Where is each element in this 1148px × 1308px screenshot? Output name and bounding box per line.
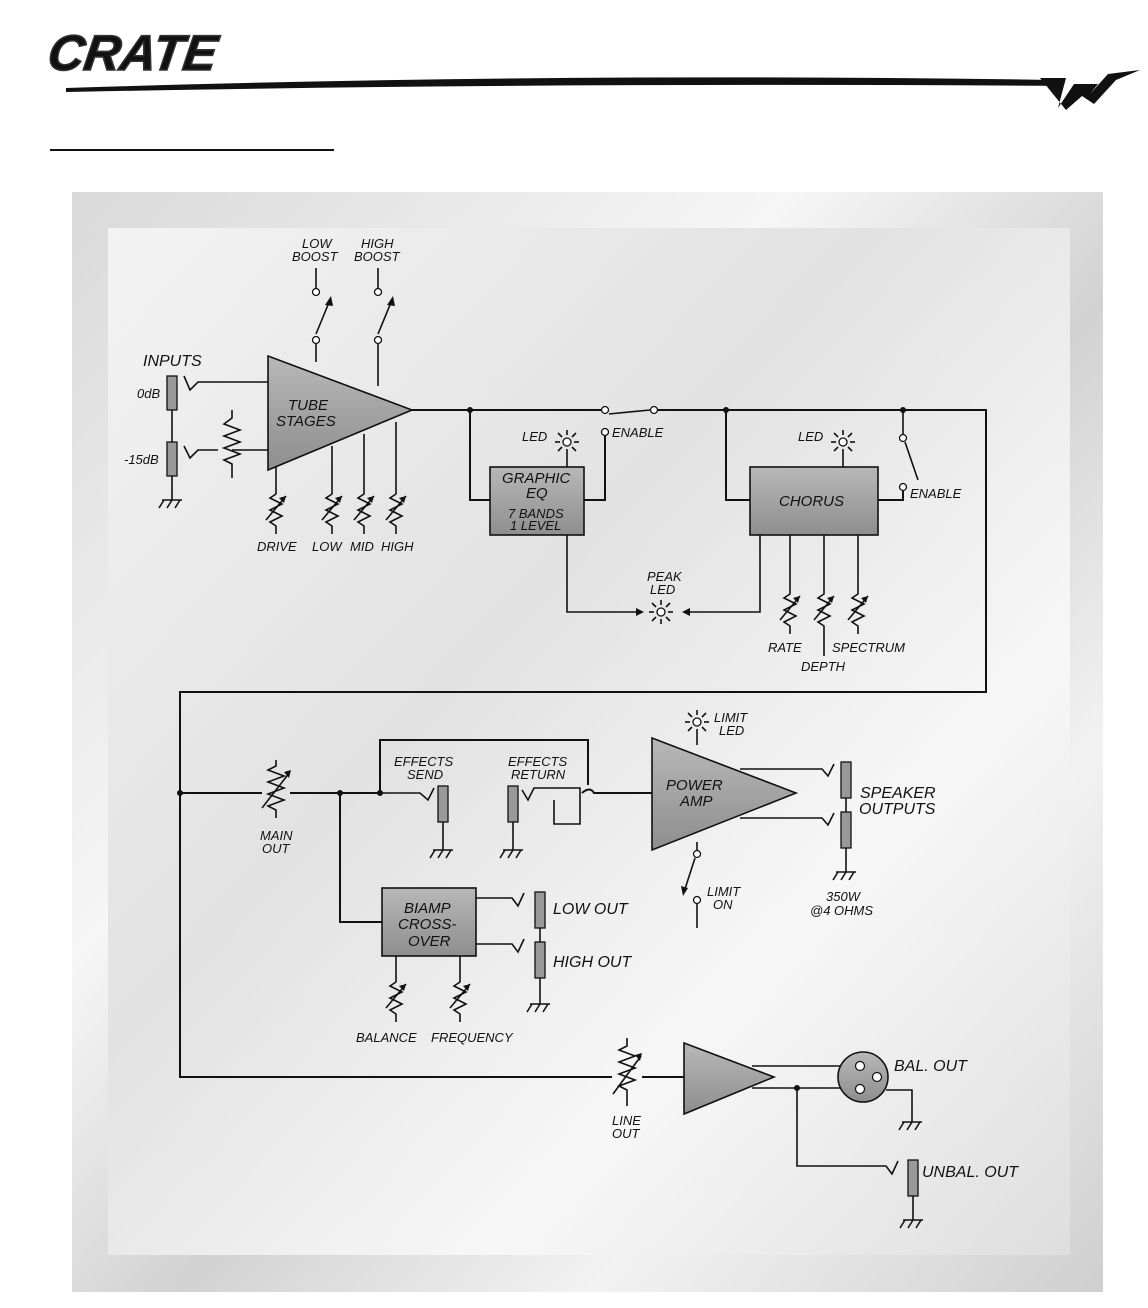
limit-led-line1: LIMIT: [714, 710, 748, 725]
graphic-eq-block: GRAPHIC EQ 7 BANDS 1 LEVEL: [489, 466, 585, 536]
high-out-jack-icon: [534, 941, 546, 979]
speaker-rating-2: @4 OHMS: [810, 903, 873, 918]
block-diagram-panel: INPUTS 0dB -15dB TUBE STAGES LOW BOOST H…: [72, 192, 1103, 1292]
page-header: CRATE: [0, 0, 1148, 160]
chorus-led-icon: [830, 429, 856, 455]
speaker-jack-1-icon: [840, 761, 852, 799]
speaker-line1: SPEAKER: [860, 785, 936, 802]
block-diagram: INPUTS 0dB -15dB TUBE STAGES LOW BOOST H…: [72, 192, 1103, 1292]
limit-on-line1: LIMIT: [707, 884, 741, 899]
high-out-label: HIGH OUT: [553, 954, 632, 971]
header-swoosh-tail: [1040, 70, 1140, 110]
geq-led-label: LED: [522, 429, 547, 444]
speaker-rating-1: 350W: [826, 889, 862, 904]
geq-bypass-switch: [608, 409, 651, 415]
inputs-section: INPUTS 0dB -15dB: [124, 353, 268, 509]
geq-line2: EQ: [526, 485, 548, 502]
effects-send-jack-icon: [437, 785, 449, 823]
chorus-enable-switch: [904, 441, 919, 481]
main-out-line2: OUT: [262, 841, 291, 856]
high-label: HIGH: [381, 539, 414, 554]
limit-on-switch: [683, 857, 696, 893]
header-graphics: CRATE: [44, 24, 1140, 151]
peak-led-line1: PEAK: [647, 569, 683, 584]
header-swoosh-line: [66, 77, 1060, 92]
spectrum-label: SPECTRUM: [832, 640, 905, 655]
line-driver-amp: [683, 1041, 777, 1116]
biamp-line2: CROSS-: [398, 916, 456, 933]
low-out-jack-icon: [534, 891, 546, 929]
line-out-pot-icon: [616, 1038, 638, 1106]
main-out-line1: MAIN: [260, 828, 293, 843]
chorus-block: CHORUS: [749, 466, 879, 536]
biamp-crossover-block: BIAMP CROSS- OVER: [381, 887, 477, 957]
crate-logo: CRATE: [44, 24, 223, 81]
mid-label: MID: [350, 539, 374, 554]
line-out-line2: OUT: [612, 1126, 641, 1141]
low-boost-line1: LOW: [302, 236, 333, 251]
limit-led-line2: LED: [719, 723, 744, 738]
geq-line4: 1 LEVEL: [510, 518, 561, 533]
depth-label: DEPTH: [801, 659, 846, 674]
limit-led-icon: [684, 709, 710, 735]
rate-label: RATE: [768, 640, 802, 655]
tube-stages-line2: STAGES: [276, 413, 336, 430]
peak-led-line2: LED: [650, 582, 675, 597]
low-boost-switch-icon: [311, 268, 333, 362]
input-jack-0db: [166, 375, 178, 411]
effects-return-line2: RETURN: [511, 767, 566, 782]
input-15db-label: -15dB: [124, 452, 159, 467]
input-jack-15db: [166, 441, 178, 477]
high-boost-line1: HIGH: [361, 236, 394, 251]
effects-send-line1: EFFECTS: [394, 754, 454, 769]
bal-out-label: BAL. OUT: [894, 1058, 968, 1075]
high-boost-switch-icon: [373, 268, 395, 386]
unbal-out-label: UNBAL. OUT: [922, 1164, 1019, 1181]
power-amp-line2: AMP: [679, 793, 713, 810]
frequency-label: FREQUENCY: [431, 1030, 514, 1045]
line-out-line1: LINE: [612, 1113, 641, 1128]
geq-line1: GRAPHIC: [502, 470, 571, 487]
chorus-led-label: LED: [798, 429, 823, 444]
limit-on-line2: ON: [713, 897, 733, 912]
geq-line3: 7 BANDS: [508, 506, 564, 521]
xlr-connector-icon: [837, 1051, 889, 1103]
biamp-line3: OVER: [408, 933, 451, 950]
geq-enable-label: ENABLE: [612, 425, 664, 440]
low-out-label: LOW OUT: [553, 901, 629, 918]
chorus-enable-label: ENABLE: [910, 486, 962, 501]
power-amp-line1: POWER: [666, 777, 723, 794]
drive-label: DRIVE: [257, 539, 297, 554]
speaker-line2: OUTPUTS: [859, 801, 936, 818]
main-out-pot-icon: [265, 760, 287, 818]
peak-led-icon: [648, 599, 674, 625]
effects-send-line2: SEND: [407, 767, 443, 782]
effects-return-jack-icon: [507, 785, 519, 823]
input-pad-resistor: [221, 410, 243, 478]
unbal-out-jack-icon: [907, 1159, 919, 1197]
chorus-label: CHORUS: [779, 493, 844, 510]
tube-stages-block: TUBE STAGES: [267, 354, 415, 472]
tube-stages-line1: TUBE: [288, 397, 329, 414]
effects-return-switch: [521, 787, 581, 825]
effects-send-tip: [380, 787, 435, 802]
speaker-jack-2-icon: [840, 811, 852, 849]
low-label: LOW: [312, 539, 343, 554]
svg-text:CRATE: CRATE: [45, 25, 223, 81]
power-amp-block: POWER AMP: [651, 736, 799, 852]
inputs-title: INPUTS: [143, 353, 202, 370]
effects-return-line1: EFFECTS: [508, 754, 568, 769]
high-boost-line2: BOOST: [354, 249, 401, 264]
input-0db-label: 0dB: [137, 386, 160, 401]
geq-led-icon: [554, 429, 580, 455]
balance-label: BALANCE: [356, 1030, 417, 1045]
low-boost-line2: BOOST: [292, 249, 339, 264]
biamp-line1: BIAMP: [404, 900, 451, 917]
